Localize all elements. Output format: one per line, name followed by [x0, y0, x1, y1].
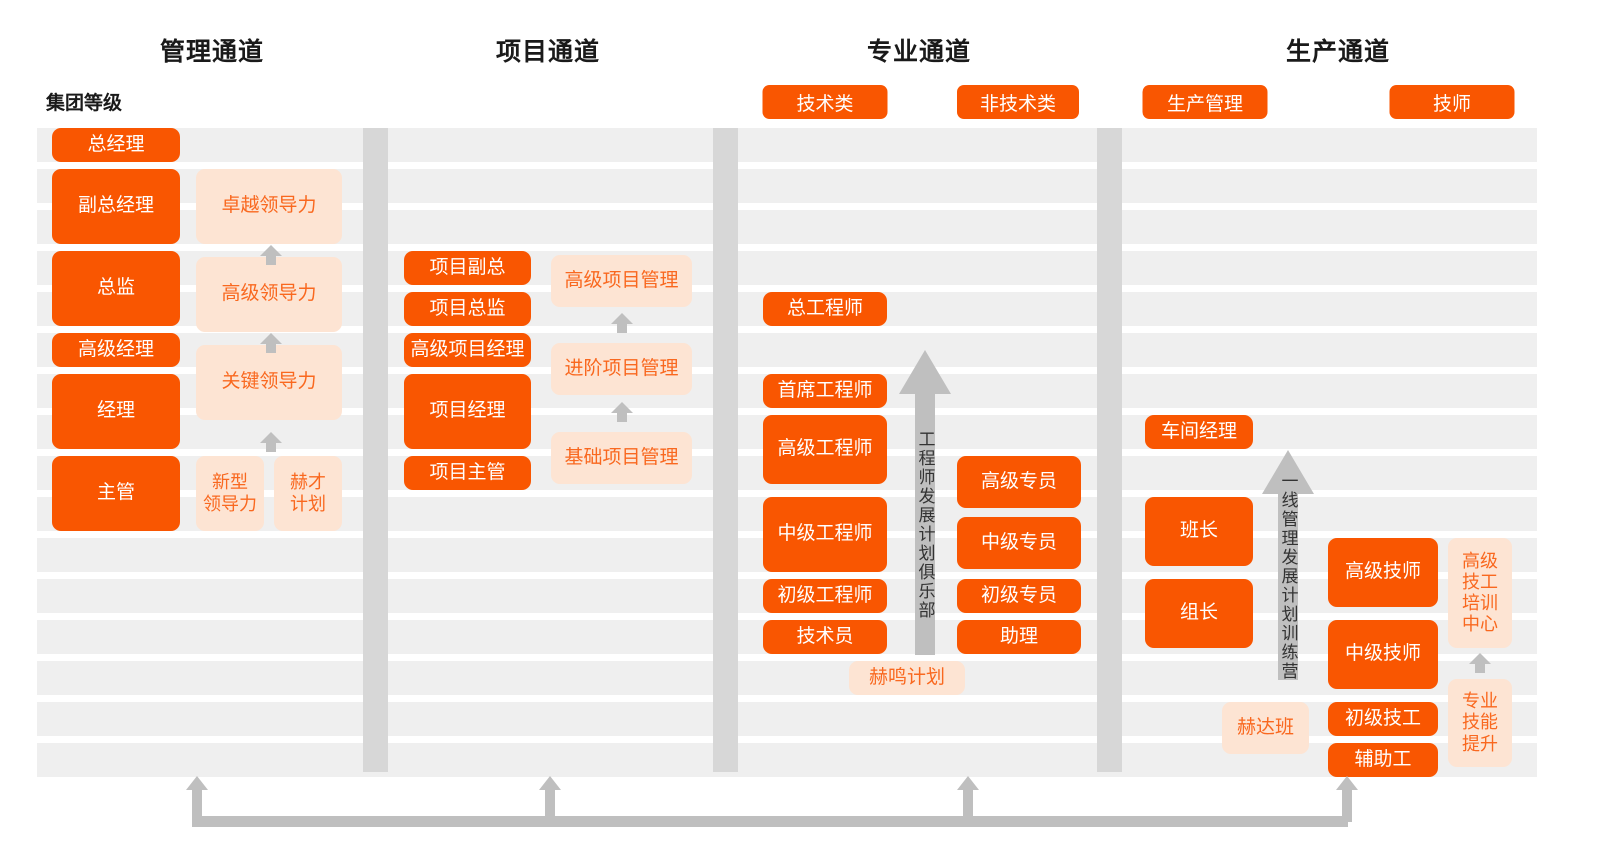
role-box-technician-staff[interactable]: 技术员 [763, 620, 887, 654]
role-box-project-manager[interactable]: 项目经理 [404, 374, 531, 449]
role-box-supervisor[interactable]: 主管 [52, 456, 180, 531]
arrow-up-project-2 [611, 402, 633, 422]
role-box-junior-technician[interactable]: 初级技工 [1328, 702, 1438, 736]
big-arrow-engineer-development [899, 350, 951, 655]
program-box-heda-class[interactable]: 赫达班 [1222, 702, 1309, 754]
program-box-heming-plan[interactable]: 赫鸣计划 [849, 661, 965, 695]
background-row [37, 128, 1537, 162]
role-box-shift-leader[interactable]: 班长 [1145, 497, 1253, 566]
role-box-senior-technician[interactable]: 高级技师 [1328, 538, 1438, 607]
role-box-workshop-manager[interactable]: 车间经理 [1145, 415, 1253, 449]
column-separator-3 [1097, 128, 1122, 772]
program-box-key-leadership[interactable]: 关键领导力 [196, 345, 342, 420]
baseline-connector [170, 770, 1370, 830]
channel-title-management: 管理通道 [159, 38, 265, 66]
vertical-label-engineer-development: 工程师发展计划俱乐部 [915, 430, 935, 620]
program-box-basic-project-mgmt[interactable]: 基础项目管理 [551, 432, 692, 484]
arrow-up-skill-upgrade [1469, 653, 1491, 673]
role-box-assistant[interactable]: 助理 [957, 620, 1081, 654]
role-box-general-manager[interactable]: 总经理 [52, 128, 180, 162]
big-arrow-frontline-management [1262, 450, 1314, 680]
column-separator-1 [363, 128, 388, 772]
arrow-up-leadership-2 [260, 333, 282, 353]
role-box-director[interactable]: 总监 [52, 251, 180, 326]
arrow-up-leadership-3 [260, 432, 282, 452]
role-box-senior-manager[interactable]: 高级经理 [52, 333, 180, 367]
role-box-senior-project-manager[interactable]: 高级项目经理 [404, 333, 531, 367]
role-box-project-vp[interactable]: 项目副总 [404, 251, 531, 285]
arrow-up-leadership-1 [260, 245, 282, 265]
role-box-mid-specialist[interactable]: 中级专员 [957, 517, 1081, 569]
program-box-excellent-leadership[interactable]: 卓越领导力 [196, 169, 342, 244]
role-box-manager[interactable]: 经理 [52, 374, 180, 449]
channel-title-professional: 专业通道 [866, 38, 972, 66]
role-box-mid-engineer[interactable]: 中级工程师 [763, 497, 887, 572]
category-badge-non-tech[interactable]: 非技术类 [957, 85, 1079, 119]
program-box-advanced-project-mgmt[interactable]: 高级项目管理 [551, 255, 692, 307]
category-badge-prod-mgmt[interactable]: 生产管理 [1142, 85, 1268, 119]
role-box-project-director[interactable]: 项目总监 [404, 292, 531, 326]
role-box-deputy-general-manager[interactable]: 副总经理 [52, 169, 180, 244]
role-box-junior-engineer[interactable]: 初级工程师 [763, 579, 887, 613]
category-badge-tech[interactable]: 技术类 [762, 85, 888, 119]
role-box-senior-specialist[interactable]: 高级专员 [957, 456, 1081, 508]
role-box-junior-specialist[interactable]: 初级专员 [957, 579, 1081, 613]
program-box-professional-skill-upgrade[interactable]: 专业 技能 提升 [1448, 679, 1512, 767]
role-box-project-supervisor[interactable]: 项目主管 [404, 456, 531, 490]
group-level-label: 集团等级 [46, 93, 123, 114]
role-box-team-leader[interactable]: 组长 [1145, 579, 1253, 648]
role-box-helper-worker[interactable]: 辅助工 [1328, 743, 1438, 777]
role-box-chief-engineer[interactable]: 总工程师 [763, 292, 887, 326]
program-box-senior-worker-training-center[interactable]: 高级 技工 培训 中心 [1448, 538, 1512, 648]
arrow-up-project-1 [611, 313, 633, 333]
column-separator-2 [713, 128, 738, 772]
channel-title-project: 项目通道 [495, 38, 601, 66]
background-row [37, 702, 1537, 736]
role-box-principal-engineer[interactable]: 首席工程师 [763, 374, 887, 408]
program-box-intermediate-project-mgmt[interactable]: 进阶项目管理 [551, 343, 692, 395]
category-badge-technician[interactable]: 技师 [1389, 85, 1515, 119]
program-box-new-leadership[interactable]: 新型 领导力 [196, 456, 264, 531]
role-box-mid-technician[interactable]: 中级技师 [1328, 620, 1438, 689]
program-box-senior-leadership[interactable]: 高级领导力 [196, 257, 342, 332]
program-box-hecai-plan[interactable]: 赫才 计划 [274, 456, 342, 531]
channel-title-production: 生产通道 [1285, 38, 1391, 66]
vertical-label-frontline-management: 一线管理发展计划训练营 [1278, 471, 1298, 681]
role-box-senior-engineer[interactable]: 高级工程师 [763, 415, 887, 484]
